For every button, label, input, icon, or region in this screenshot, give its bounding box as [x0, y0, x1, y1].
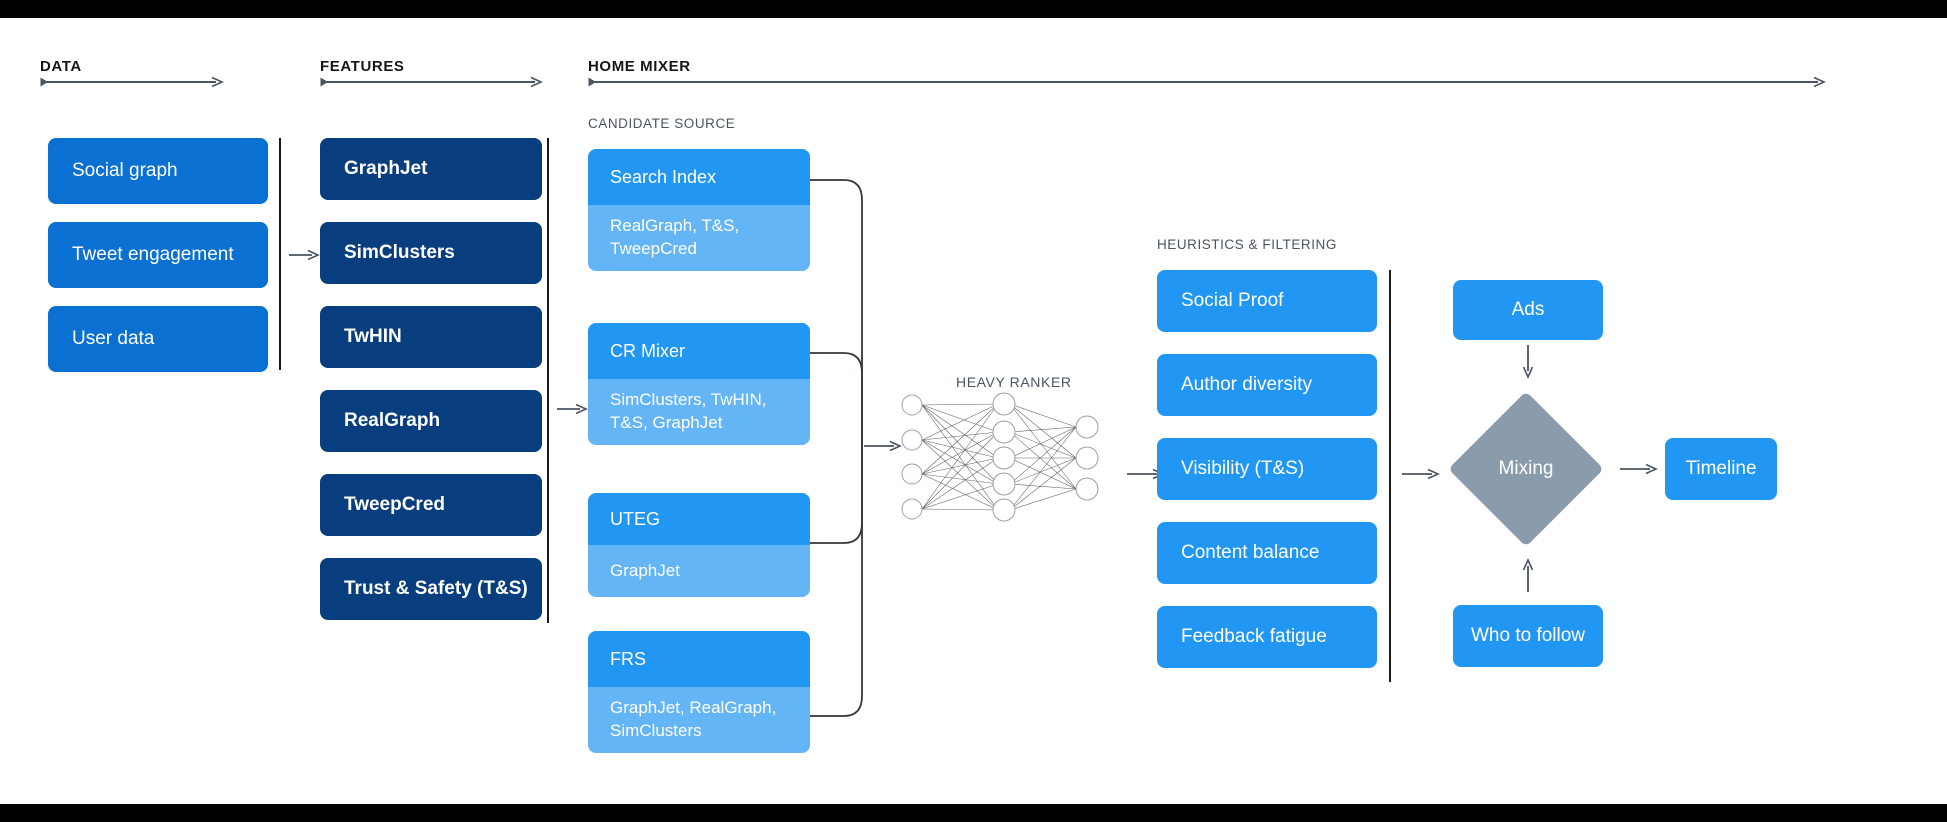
- divider-data-features: [279, 138, 281, 370]
- arrow-ads-to-mixing: [1522, 345, 1534, 379]
- diagram-canvas: DATA FEATURES HOME MIXER CANDIDATE SOURC…: [0, 18, 1947, 804]
- heavy-ranker-neural-network: [901, 392, 1099, 522]
- candidate-source-card-frs[interactable]: FRS GraphJet, RealGraph, SimClusters: [588, 631, 810, 753]
- heuristic-card-label: Visibility (T&S): [1181, 458, 1305, 479]
- connector-candidate-sources-to-ranker: [810, 179, 863, 717]
- heuristic-card-label: Social Proof: [1181, 290, 1284, 311]
- section-title-features: FEATURES: [320, 58, 405, 75]
- subsection-title-heavy-ranker: HEAVY RANKER: [956, 374, 1072, 390]
- candidate-source-card-cr-mixer[interactable]: CR Mixer SimClusters, TwHIN, T&S, GraphJ…: [588, 323, 810, 445]
- feature-card-label: Trust & Safety (T&S): [344, 578, 528, 599]
- mixing-diamond[interactable]: Mixing: [1448, 391, 1604, 547]
- arrow-mixing-to-timeline: [1620, 463, 1658, 475]
- candidate-source-features: RealGraph, T&S, TweepCred: [588, 205, 810, 271]
- feature-card-trust-safety[interactable]: Trust & Safety (T&S): [320, 558, 542, 620]
- arrow-heuristics-to-mixing: [1402, 468, 1440, 480]
- data-card-label: Tweet engagement: [72, 244, 234, 265]
- heuristic-card-visibility[interactable]: Visibility (T&S): [1157, 438, 1377, 500]
- heuristic-card-label: Author diversity: [1181, 374, 1312, 395]
- data-card-label: User data: [72, 328, 155, 349]
- section-title-data: DATA: [40, 58, 82, 75]
- output-card-label: Ads: [1511, 299, 1545, 320]
- divider-features-home-mixer: [547, 138, 549, 623]
- feature-card-label: GraphJet: [344, 158, 428, 179]
- arrow-features-to-candidate-source: [557, 403, 588, 415]
- output-card-label: Who to follow: [1470, 625, 1586, 646]
- arrow-to-heavy-ranker: [864, 440, 902, 452]
- candidate-source-name: UTEG: [588, 493, 810, 545]
- feature-card-twhin[interactable]: TwHIN: [320, 306, 542, 368]
- feature-card-realgraph[interactable]: RealGraph: [320, 390, 542, 452]
- heuristic-card-author-diversity[interactable]: Author diversity: [1157, 354, 1377, 416]
- data-card-social-graph[interactable]: Social graph: [48, 138, 268, 204]
- feature-card-graphjet[interactable]: GraphJet: [320, 138, 542, 200]
- arrow-data-to-features: [289, 249, 320, 261]
- heuristic-card-label: Feedback fatigue: [1181, 626, 1327, 647]
- heuristic-card-content-balance[interactable]: Content balance: [1157, 522, 1377, 584]
- candidate-source-features: GraphJet, RealGraph, SimClusters: [588, 687, 810, 753]
- candidate-source-name: Search Index: [588, 149, 810, 205]
- output-card-label: Timeline: [1685, 458, 1757, 479]
- heuristic-card-label: Content balance: [1181, 542, 1320, 563]
- subsection-title-heuristics: HEURISTICS & FILTERING: [1157, 237, 1337, 252]
- output-card-who-to-follow[interactable]: Who to follow: [1453, 605, 1603, 667]
- feature-card-label: RealGraph: [344, 410, 441, 431]
- output-card-timeline[interactable]: Timeline: [1665, 438, 1777, 500]
- section-arrow-features: [320, 76, 543, 88]
- data-card-user-data[interactable]: User data: [48, 306, 268, 372]
- feature-card-label: TwHIN: [344, 326, 402, 347]
- heuristic-card-social-proof[interactable]: Social Proof: [1157, 270, 1377, 332]
- output-card-ads[interactable]: Ads: [1453, 280, 1603, 340]
- heuristic-card-feedback-fatigue[interactable]: Feedback fatigue: [1157, 606, 1377, 668]
- data-card-tweet-engagement[interactable]: Tweet engagement: [48, 222, 268, 288]
- feature-card-simclusters[interactable]: SimClusters: [320, 222, 542, 284]
- candidate-source-name: CR Mixer: [588, 323, 810, 379]
- divider-heuristics-mixing: [1389, 270, 1391, 682]
- candidate-source-card-uteg[interactable]: UTEG GraphJet: [588, 493, 810, 597]
- section-title-home-mixer: HOME MIXER: [588, 58, 691, 75]
- section-arrow-home-mixer: [588, 76, 1826, 88]
- candidate-source-card-search-index[interactable]: Search Index RealGraph, T&S, TweepCred: [588, 149, 810, 271]
- section-arrow-data: [40, 76, 224, 88]
- feature-card-tweepcred[interactable]: TweepCred: [320, 474, 542, 536]
- feature-card-label: TweepCred: [344, 494, 446, 515]
- candidate-source-features: GraphJet: [588, 545, 810, 597]
- candidate-source-features: SimClusters, TwHIN, T&S, GraphJet: [588, 379, 810, 445]
- arrow-who-to-follow-to-mixing: [1522, 558, 1534, 592]
- mixing-diamond-label: Mixing: [1498, 458, 1554, 479]
- data-card-label: Social graph: [72, 160, 178, 181]
- subsection-title-candidate-source: CANDIDATE SOURCE: [588, 116, 736, 131]
- feature-card-label: SimClusters: [344, 242, 455, 263]
- candidate-source-name: FRS: [588, 631, 810, 687]
